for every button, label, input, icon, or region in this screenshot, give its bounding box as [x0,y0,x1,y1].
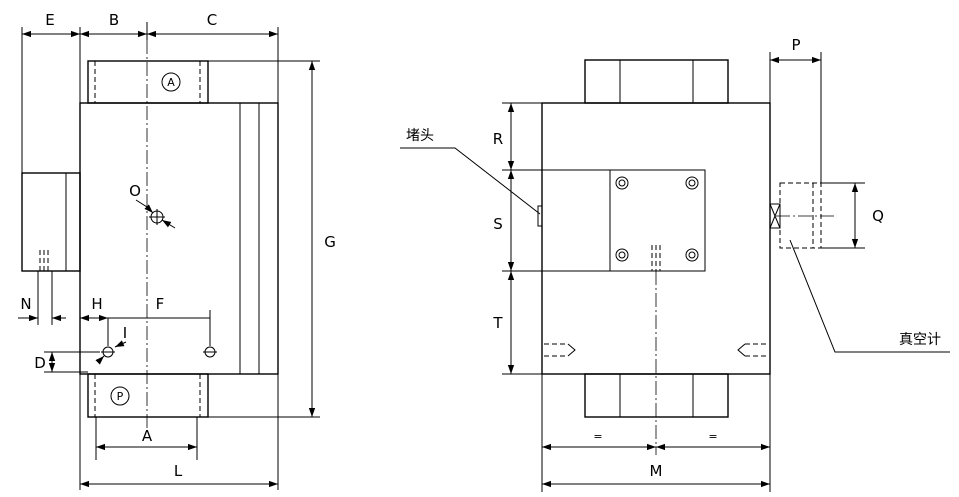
callout-vacuum-gauge: 真空计 [899,332,941,348]
top-flange [87,60,209,104]
right-top-flange [584,59,729,104]
dim-label-Q: Q [872,207,884,225]
dim-label-D: D [34,354,46,372]
callout-plug: 堵头 [406,128,434,144]
plate-bolts [615,176,699,262]
dim-label-S: S [493,215,503,233]
plug-stub [537,205,543,227]
dim-label-R: R [493,130,503,148]
dim-label-H: H [91,295,102,313]
port-marker-bottom-label: P [117,390,124,403]
port-marker-top-label: A [167,76,175,89]
dim-label-E: E [45,11,54,29]
equal-mark-right: = [708,430,717,443]
main-body [79,102,279,375]
dim-label-P: P [791,36,800,54]
dim-label-I: I [123,324,127,342]
side-port-block [21,172,81,272]
equal-mark-left: = [593,430,602,443]
dim-label-C: C [207,11,217,29]
port-marker-top [161,72,181,92]
right-bottom-flange [584,373,729,418]
mounting-plate [609,169,706,272]
right-view: P R S T Q M = = 堵头 真空计 [400,36,950,492]
dim-label-N: N [20,295,31,313]
dim-label-B: B [109,11,119,29]
dim-label-M: M [650,462,663,480]
dim-label-A: A [142,427,153,445]
bottom-flange [87,373,209,418]
dim-label-T: T [492,314,503,332]
dim-label-G: G [324,233,336,251]
gauge-leader [789,239,950,353]
dim-label-L: L [174,462,183,480]
dim-label-O: O [129,182,141,200]
bottom-screws [544,343,768,357]
dim-label-F: F [156,295,165,313]
plug-leader [400,147,541,215]
port-marker-bottom [110,386,130,406]
vacuum-gauge-port [769,182,835,249]
left-view: E B C G O N H F I D A L A P [18,11,336,490]
